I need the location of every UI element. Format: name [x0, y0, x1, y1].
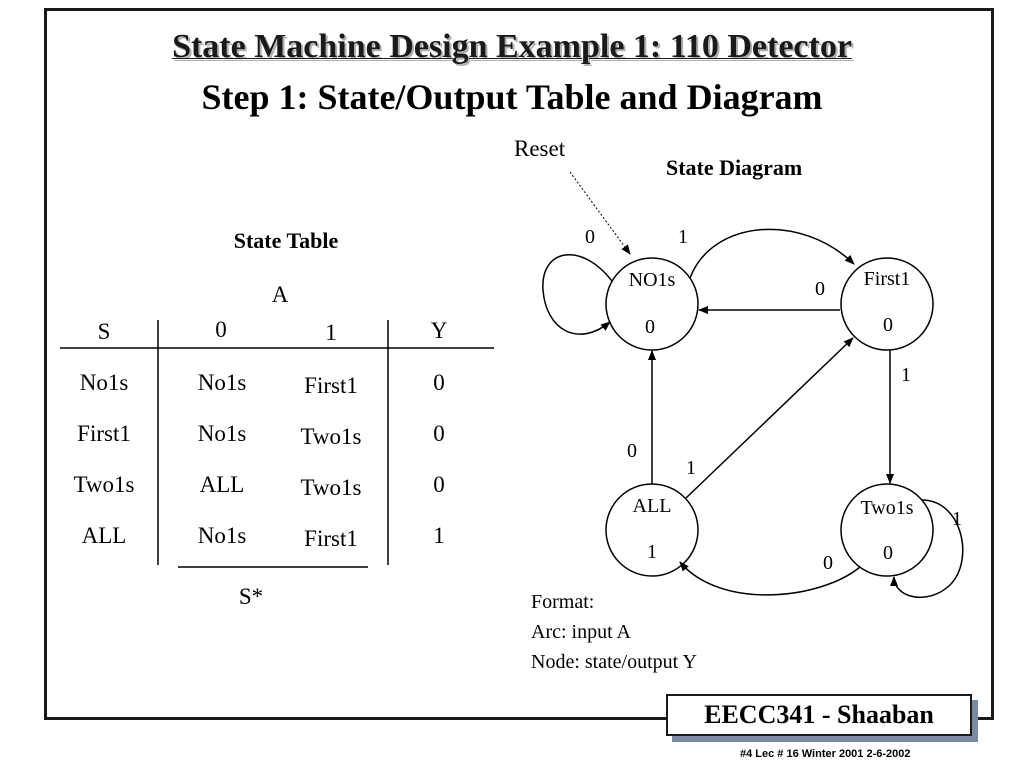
table-cell: First1	[304, 373, 358, 398]
table-cell: Two1s	[300, 475, 362, 500]
table-cell: No1s	[79, 370, 129, 395]
course-brand-box: EECC341 - Shaaban	[666, 694, 972, 736]
state-node-first1	[840, 257, 934, 351]
arc-label-first1-to-no1s: 0	[815, 278, 825, 300]
table-cell: No1s	[197, 523, 247, 548]
format-note-arc: Arc: input A	[531, 621, 631, 643]
table-cell: 1	[433, 523, 445, 548]
node-state-no1s: NO1s	[628, 269, 676, 291]
table-cell: Two1s	[73, 472, 135, 497]
col-header-0: 0	[215, 317, 227, 342]
table-cell: Two1s	[300, 424, 362, 449]
arc-label-two1s-self: 1	[952, 508, 962, 530]
arc-no1s-self	[542, 254, 613, 335]
col-header-y: Y	[430, 318, 448, 343]
table-cell: 0	[433, 370, 445, 395]
reset-label: Reset	[514, 136, 566, 161]
table-cell: First1	[77, 421, 131, 446]
format-note-title: Format:	[531, 591, 595, 613]
table-cell: ALL	[81, 523, 127, 548]
state-node-two1s	[840, 483, 934, 577]
node-output-no1s: 0	[645, 316, 655, 338]
node-state-first1: First1	[863, 268, 911, 290]
arc-no1s-to-first1	[689, 228, 855, 279]
col-header-s: S	[97, 319, 111, 344]
arc-label-two1s-to-all: 0	[823, 552, 833, 574]
arc-label-all-to-first1: 1	[686, 457, 696, 479]
arc-label-no1s-to-first1: 1	[678, 226, 688, 248]
next-state-label: S*	[238, 584, 264, 609]
slide-frame	[44, 8, 994, 720]
table-cell: No1s	[197, 421, 247, 446]
format-note-node: Node: state/output Y	[531, 651, 697, 673]
course-brand-label: EECC341 - Shaaban	[704, 700, 934, 729]
state-table-heading: State Table	[233, 228, 339, 253]
col-header-1: 1	[325, 320, 337, 345]
table-cell: No1s	[197, 370, 247, 395]
state-diagram-heading: State Diagram	[666, 155, 803, 180]
node-state-all: ALL	[632, 495, 672, 517]
slide-subtitle: Step 1: State/Output Table and Diagram	[201, 77, 823, 117]
arc-label-first1-to-two1s: 1	[901, 364, 911, 386]
arc-all-to-first1	[685, 337, 854, 499]
slide-title: State Machine Design Example 1: 110 Dete…	[172, 28, 852, 65]
slide-footer: #4 Lec # 16 Winter 2001 2-6-2002	[740, 748, 911, 760]
table-cell: 0	[433, 472, 445, 497]
node-output-all: 1	[647, 541, 657, 563]
reset-arrow	[569, 171, 631, 255]
arc-two1s-self	[890, 499, 964, 599]
node-output-first1: 0	[883, 314, 893, 336]
table-cell: 0	[433, 421, 445, 446]
table-cell: First1	[304, 526, 358, 551]
arc-two1s-to-all	[679, 561, 861, 596]
arc-label-all-to-no1s: 0	[627, 440, 637, 462]
node-output-two1s: 0	[883, 542, 893, 564]
node-state-two1s: Two1s	[860, 497, 914, 519]
arc-label-no1s-self: 0	[585, 226, 595, 248]
table-cell: ALL	[199, 472, 245, 497]
input-header: A	[271, 282, 289, 307]
